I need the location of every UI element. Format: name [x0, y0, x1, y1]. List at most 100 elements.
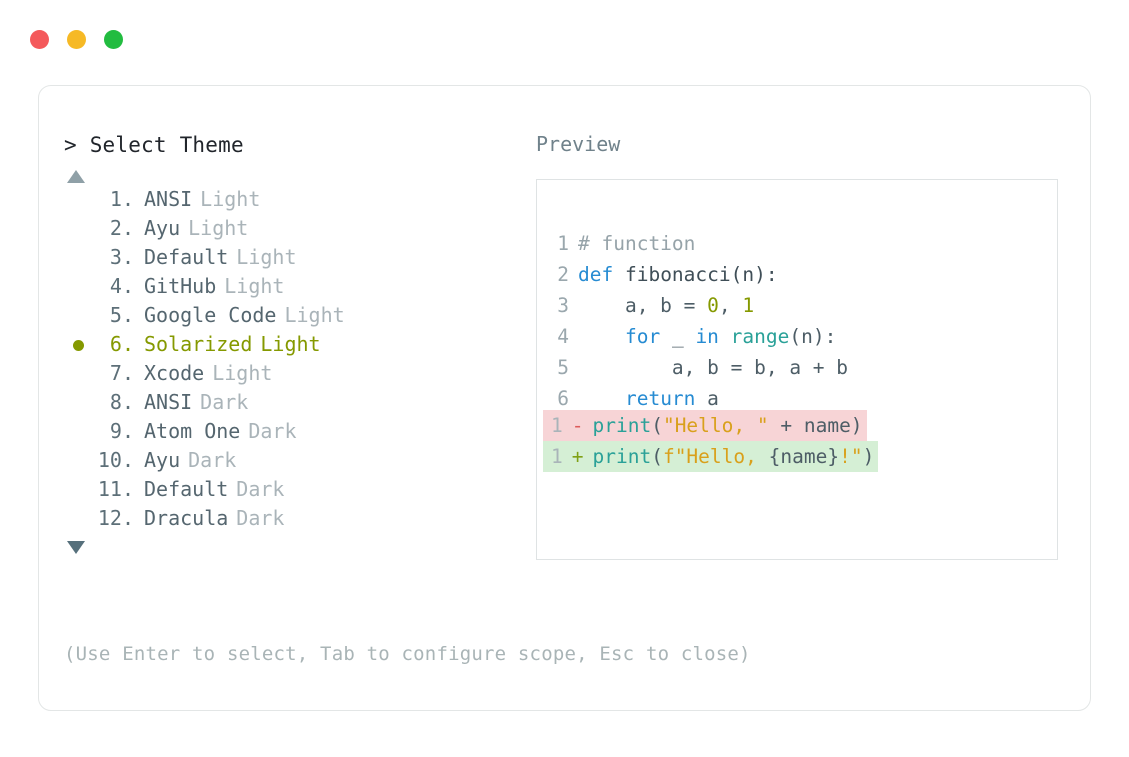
minimize-button-icon[interactable]: [67, 29, 86, 49]
diff-sign-icon: -: [571, 414, 584, 437]
theme-item-variant: Dark: [188, 448, 237, 472]
code-token: (: [651, 445, 663, 468]
code-token: return: [624, 387, 696, 410]
window-titlebar: [0, 0, 1129, 78]
code-token: "Hello, ": [662, 414, 769, 437]
code-token: print: [592, 414, 652, 437]
theme-item-name: ANSI: [144, 390, 193, 414]
prompt-title: Select Theme: [89, 133, 244, 157]
theme-item-index: 6.: [109, 332, 134, 356]
theme-list-item[interactable]: 2. Ayu Light: [64, 214, 534, 243]
diff-line-removed: 1-print("Hello, " + name): [543, 410, 867, 441]
theme-item-name: Google Code: [144, 303, 277, 327]
code-token: for: [624, 325, 661, 348]
code-token: in: [695, 325, 719, 348]
theme-item-name: Atom One: [144, 419, 241, 443]
code-token: range: [730, 325, 790, 348]
theme-list-item[interactable]: 8. ANSI Dark: [64, 388, 534, 417]
code-token: def: [578, 263, 625, 286]
code-line-number: 5: [557, 356, 569, 379]
prompt-caret-icon: >: [64, 133, 77, 157]
diff-line-added: 1 + print(f"Hello, {name}!"): [543, 441, 879, 472]
code-token: 1: [742, 294, 755, 317]
code-token: [578, 325, 625, 348]
code-token: (n):: [789, 325, 837, 348]
preview-pane: Preview 1 # function 2 def fibonacci(n): 3 a…: [536, 130, 1066, 560]
preview-label: Preview: [536, 132, 621, 156]
theme-item-variant: Light: [224, 274, 285, 298]
theme-item-index: 2.: [109, 216, 134, 240]
theme-item-name: Default: [144, 245, 229, 269]
code-token: a: [695, 387, 719, 410]
theme-item-variant: Light: [260, 332, 321, 356]
theme-item-index: 8.: [109, 390, 134, 414]
theme-item-variant: Dark: [248, 419, 297, 443]
code-token: a, b = b, a + b: [578, 356, 849, 379]
code-line: 1 # function: [557, 228, 1051, 259]
code-token: # function: [578, 232, 696, 255]
code-token: (: [651, 414, 663, 437]
theme-item-variant: Dark: [236, 477, 285, 501]
code-line-number: 6: [557, 387, 569, 410]
close-button-icon[interactable]: [30, 29, 49, 49]
theme-item-index: 10.: [97, 448, 134, 472]
code-line-number: 2: [557, 263, 569, 286]
theme-item-index: 3.: [109, 245, 134, 269]
scroll-down-icon[interactable]: [67, 541, 85, 554]
selected-dot-icon: [72, 339, 84, 351]
theme-item-variant: Light: [284, 303, 345, 327]
selected-indicator-icon: [64, 332, 92, 361]
preview-box: 1 # function 2 def fibonacci(n): 3 a, b = 0,…: [536, 179, 1058, 560]
theme-item-name: Dracula: [144, 506, 229, 530]
theme-item-name: Default: [144, 477, 229, 501]
code-token: [719, 325, 731, 348]
code-token: + name): [768, 414, 863, 437]
code-line: 3 a, b = 0, 1: [557, 290, 1051, 321]
theme-item-name: Xcode: [144, 361, 205, 385]
maximize-button-icon[interactable]: [104, 29, 123, 49]
code-sample: 1 # function 2 def fibonacci(n): 3 a, b = 0,…: [557, 228, 1051, 414]
code-token: [578, 387, 625, 410]
diff-line-number: 1: [551, 445, 563, 468]
code-token: fibonacci(n):: [624, 263, 778, 286]
keyboard-hint: (Use Enter to select, Tab to configure s…: [64, 643, 751, 665]
theme-list-item[interactable]: 3. Default Light: [64, 243, 534, 272]
code-token: f"Hello,: [662, 445, 769, 468]
code-line: 5 a, b = b, a + b: [557, 352, 1051, 383]
theme-item-variant: Dark: [200, 390, 249, 414]
theme-item-name: Solarized: [144, 332, 253, 356]
diff-line-number: 1: [551, 414, 563, 437]
theme-list-item[interactable]: 6. Solarized Light: [64, 330, 534, 359]
theme-item-variant: Light: [188, 216, 249, 240]
theme-item-index: 7.: [109, 361, 134, 385]
theme-item-variant: Light: [236, 245, 297, 269]
theme-list-item[interactable]: 1. ANSI Light: [64, 185, 534, 214]
theme-item-name: ANSI: [144, 187, 193, 211]
traffic-light-group: [30, 29, 123, 49]
code-token: _: [660, 325, 696, 348]
code-token: {name}: [768, 445, 840, 468]
code-token: !": [839, 445, 863, 468]
code-token: 0: [707, 294, 719, 317]
code-token: ): [862, 445, 875, 468]
theme-item-variant: Light: [200, 187, 261, 211]
theme-item-index: 12.: [97, 506, 134, 530]
diff-sign-icon: +: [571, 445, 584, 468]
code-line-number: 1: [557, 232, 569, 255]
theme-item-index: 4.: [109, 274, 134, 298]
code-token: print: [592, 445, 652, 468]
theme-item-name: Ayu: [144, 216, 181, 240]
scroll-up-icon[interactable]: [67, 170, 85, 183]
code-token: ,: [718, 294, 743, 317]
theme-item-index: 1.: [109, 187, 134, 211]
